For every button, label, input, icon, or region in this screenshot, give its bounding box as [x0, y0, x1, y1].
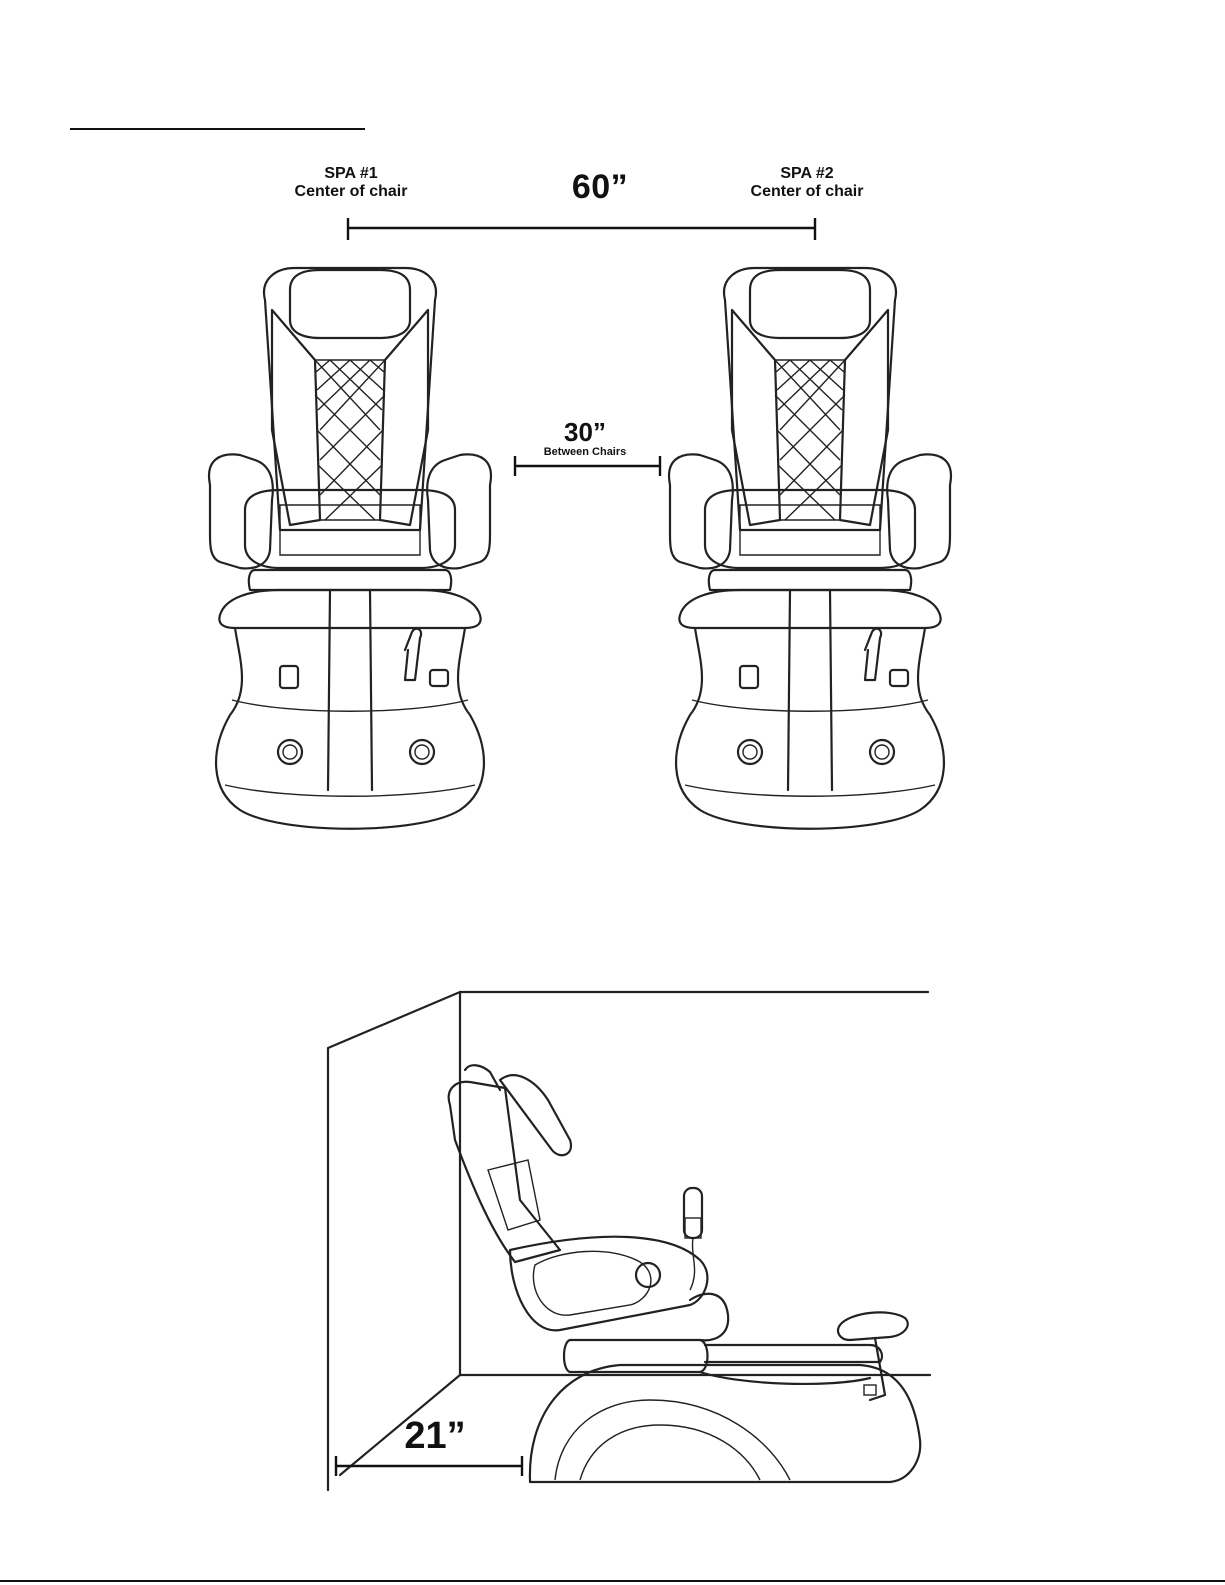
wall-corner	[328, 992, 930, 1490]
spa1-chair-front-view	[209, 268, 491, 829]
center-distance-dimension	[348, 218, 815, 240]
wall-distance-dimension	[336, 1456, 522, 1476]
spa-chair-side-view	[449, 1065, 921, 1482]
spa2-chair-front-view	[669, 268, 951, 829]
gap-distance-dimension	[515, 456, 660, 476]
bottom-rule	[0, 1580, 1225, 1582]
